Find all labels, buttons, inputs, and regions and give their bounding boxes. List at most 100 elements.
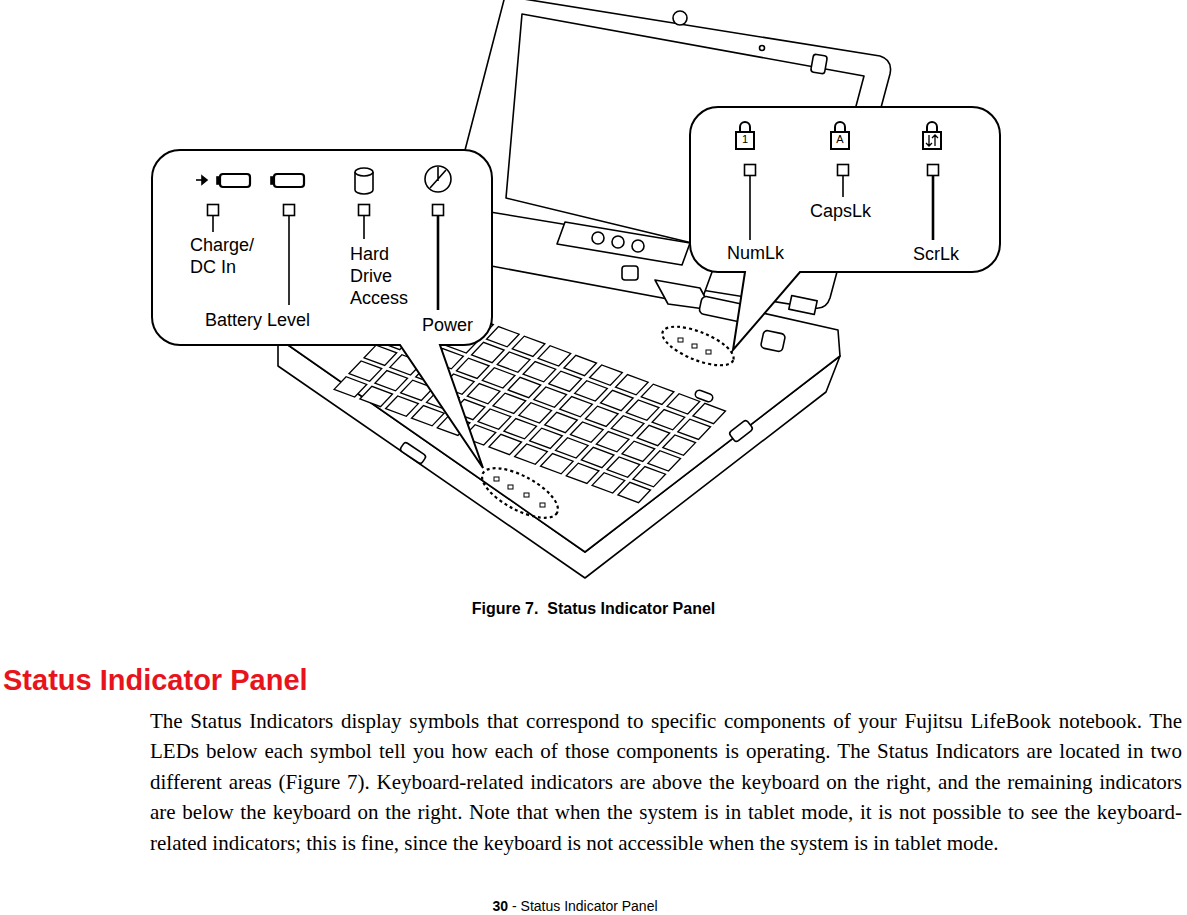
key: [545, 412, 578, 432]
key: [549, 371, 582, 391]
indicator-area-ring: [475, 458, 565, 527]
led-square: [208, 205, 219, 216]
led-square: [359, 205, 370, 216]
key: [641, 384, 674, 404]
led-square: [745, 165, 756, 176]
lock-symbol: [740, 122, 750, 132]
key: [497, 352, 530, 372]
lock-symbol: [923, 132, 941, 149]
lock-letter: A: [835, 133, 845, 146]
lock-symbol: [835, 122, 845, 132]
running-footer: - Status Indicator Panel: [512, 898, 712, 914]
key: [667, 394, 700, 414]
led-mark: [706, 350, 711, 354]
side-port: [729, 419, 754, 442]
led-mark: [540, 503, 545, 507]
key: [648, 451, 681, 471]
indicator-label: Hard Drive Access: [350, 243, 422, 309]
charge-battery-symbol: [220, 174, 250, 187]
key: [585, 406, 618, 426]
indicator-label: ScrLk: [913, 243, 993, 265]
key: [637, 425, 670, 445]
leader-line: [437, 216, 440, 310]
hinge-button: [592, 232, 604, 244]
indicator-label: Charge/ DC In: [190, 234, 270, 278]
key: [523, 362, 556, 382]
lock-number: 1: [740, 133, 750, 146]
key: [633, 467, 666, 487]
key: [663, 435, 696, 455]
key: [375, 371, 408, 391]
key: [493, 393, 526, 413]
key: [615, 375, 648, 395]
key: [508, 377, 541, 397]
key: [386, 396, 419, 416]
key: [581, 447, 614, 467]
battery-symbol: [274, 174, 304, 187]
leader-line: [842, 176, 844, 197]
battery-symbol: [271, 177, 274, 184]
key: [566, 463, 599, 483]
key: [504, 419, 537, 439]
indicator-label: CapsLk: [810, 200, 900, 222]
key: [456, 358, 489, 378]
key: [693, 403, 726, 423]
lock-symbol: [927, 122, 937, 132]
leader-line: [749, 176, 751, 240]
callout-bubble: Charge/ DC In Hard Drive AccessBattery Le…: [152, 150, 492, 345]
key: [486, 327, 519, 347]
power-symbol: [430, 167, 446, 188]
key: [530, 428, 563, 448]
page-number: 30: [486, 898, 508, 914]
key: [607, 457, 640, 477]
leader-line: [932, 176, 935, 240]
lid-latch: [811, 54, 828, 74]
key: [512, 336, 545, 356]
key: [575, 381, 608, 401]
bubble-shape: [690, 107, 1000, 350]
charge-symbol: [202, 176, 207, 184]
led-mark: [692, 344, 697, 348]
scroll-arrows: [926, 135, 938, 146]
key: [534, 387, 567, 407]
hinge-button: [632, 240, 644, 252]
sensor: [760, 46, 765, 51]
indicator-label: Battery Level: [205, 309, 345, 331]
indicator-label: NumLk: [727, 242, 817, 264]
key: [611, 416, 644, 436]
key: [678, 419, 711, 439]
key: [467, 384, 500, 404]
vent: [789, 295, 817, 314]
key: [564, 355, 597, 375]
led-mark: [524, 493, 529, 497]
key: [626, 400, 659, 420]
key: [618, 482, 651, 502]
key: [411, 406, 444, 426]
indicator-area-ring: [658, 319, 739, 373]
key: [515, 444, 548, 464]
key: [478, 409, 511, 429]
hinge-button: [612, 236, 624, 248]
key: [519, 403, 552, 423]
key: [349, 361, 382, 381]
key: [360, 386, 393, 406]
key: [471, 342, 504, 362]
hinge-button: [622, 266, 638, 280]
led-square: [433, 205, 444, 216]
key: [540, 454, 573, 474]
hinge-bar: [557, 222, 690, 265]
figure-caption: Figure 7. Status Indicator Panel: [0, 600, 1187, 618]
led-square: [838, 165, 849, 176]
leader-line: [212, 216, 214, 232]
key: [364, 345, 397, 365]
key: [482, 368, 515, 388]
leader-line: [363, 216, 365, 239]
leader-line: [288, 216, 290, 305]
bubble-shape: [152, 150, 492, 468]
charge-battery-symbol: [217, 177, 220, 184]
lock-symbol: [831, 132, 849, 149]
body-paragraph: The Status Indicators display symbols th…: [150, 706, 1182, 858]
led-square: [928, 165, 939, 176]
led-mark: [678, 338, 683, 342]
